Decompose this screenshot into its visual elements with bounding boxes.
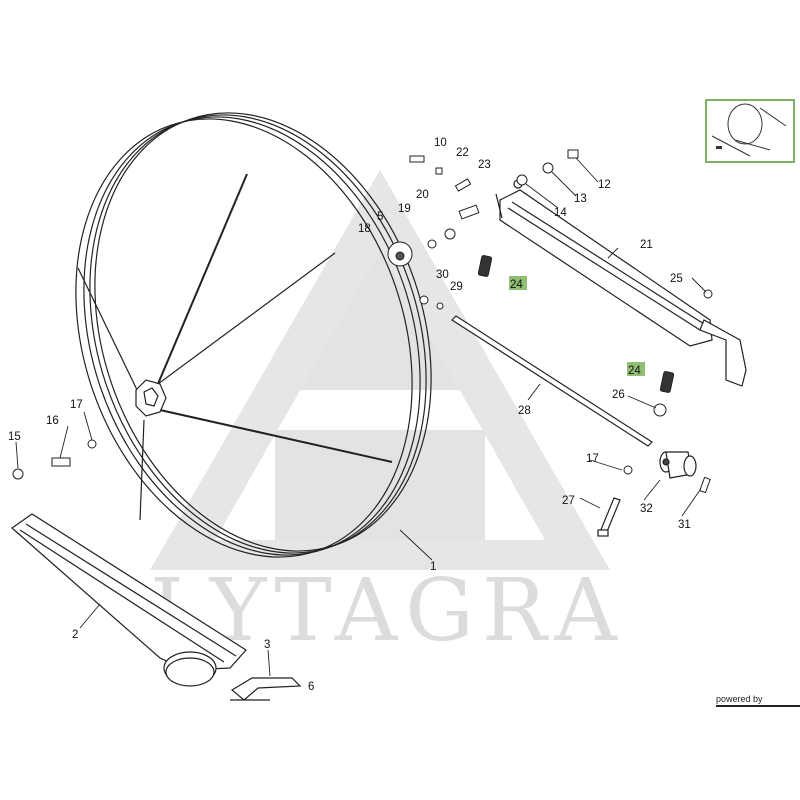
spring-part-24a (477, 255, 493, 277)
spring-part-24b (659, 371, 675, 393)
beam-part-2 (11, 513, 247, 687)
callout-29[interactable]: 29 (450, 281, 463, 293)
callout-24b-highlight (627, 362, 645, 376)
callout-labels: 1 2 3 5 6 10 12 13 14 15 16 17 17 18 19 … (8, 137, 691, 693)
callout-30[interactable]: 30 (436, 269, 449, 281)
callout-20[interactable]: 20 (416, 189, 429, 201)
frame-part-21 (495, 179, 747, 387)
callout-19[interactable]: 19 (398, 203, 411, 215)
bracket-part-3 (230, 677, 302, 701)
callout-12[interactable]: 12 (598, 179, 611, 191)
callout-13[interactable]: 13 (574, 193, 587, 205)
shaft-part-28 (451, 315, 653, 447)
callout-5[interactable]: 5 (377, 211, 383, 223)
callout-24a[interactable]: 24 (510, 279, 523, 291)
callout-16[interactable]: 16 (46, 415, 59, 427)
callout-25[interactable]: 25 (670, 273, 683, 285)
callout-27[interactable]: 27 (562, 495, 575, 507)
leader-lines (15, 157, 707, 677)
powered-by-label: powered by (716, 694, 763, 704)
callout-17b[interactable]: 17 (586, 453, 599, 465)
bolt-part-27 (597, 497, 621, 537)
roller-part-32 (659, 451, 697, 479)
callout-21[interactable]: 21 (640, 239, 653, 251)
callout-22[interactable]: 22 (456, 147, 469, 159)
watermark-logo-shapes (275, 250, 485, 540)
callout-14[interactable]: 14 (554, 207, 567, 219)
callout-2[interactable]: 2 (72, 629, 78, 641)
callout-26[interactable]: 26 (612, 389, 625, 401)
powered-by-underline (716, 705, 800, 707)
wheel-assembly (75, 112, 432, 558)
callout-18[interactable]: 18 (358, 223, 371, 235)
thumbnail-preview[interactable] (705, 99, 795, 163)
small-hardware (12, 149, 713, 494)
callout-32[interactable]: 32 (640, 503, 653, 515)
callout-23[interactable]: 23 (478, 159, 491, 171)
callout-10[interactable]: 10 (434, 137, 447, 149)
callout-3[interactable]: 3 (264, 639, 270, 651)
callout-24a-highlight (509, 276, 527, 290)
callout-15[interactable]: 15 (8, 431, 21, 443)
callout-31[interactable]: 31 (678, 519, 691, 531)
callout-24b[interactable]: 24 (628, 365, 641, 377)
callout-17a[interactable]: 17 (70, 399, 83, 411)
callout-6[interactable]: 6 (308, 681, 314, 693)
callout-28[interactable]: 28 (518, 405, 531, 417)
top-blank-band (0, 0, 800, 88)
callout-1[interactable]: 1 (430, 561, 436, 573)
